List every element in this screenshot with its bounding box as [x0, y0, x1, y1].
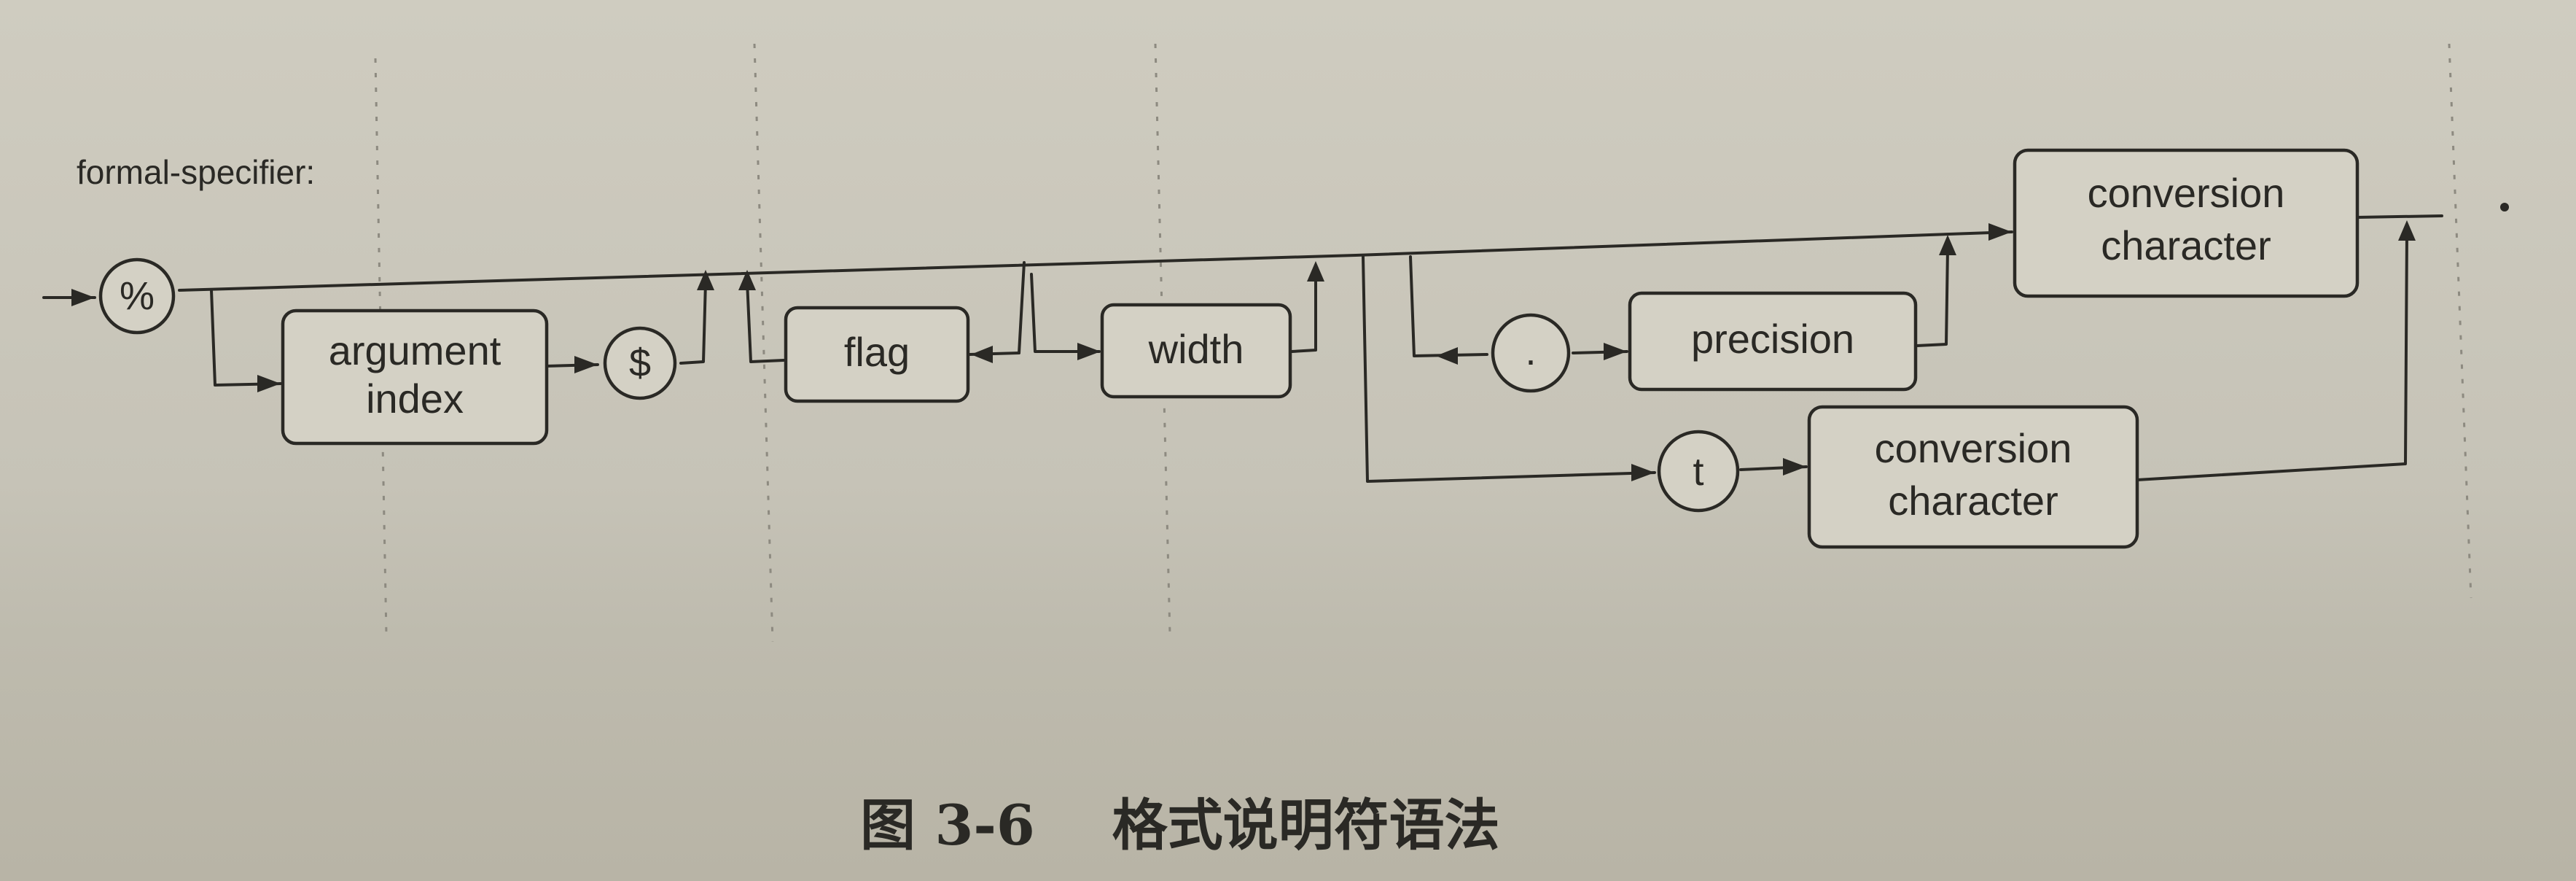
node-conversion-top-line1: conversion [2088, 170, 2285, 216]
diagram-title: formal-specifier: [77, 153, 315, 191]
figure-caption: 图 3-6 格式说明符语法 [860, 793, 1500, 858]
node-width-label: width [1148, 326, 1244, 372]
node-conversion-character-bottom: conversion character [1807, 405, 2139, 549]
node-precision: precision [1628, 291, 1918, 392]
node-conversion-bottom-line1: conversion [1875, 425, 2072, 471]
node-conversion-character-top: conversion character [2013, 148, 2360, 298]
terminal-t: t [1657, 430, 1740, 513]
node-argument-index-line2: index [366, 376, 464, 422]
terminal-dot-label: . [1525, 330, 1536, 373]
terminal-percent: % [98, 257, 176, 335]
terminal-dot: . [1491, 313, 1571, 393]
terminal-dollar-label: $ [629, 341, 651, 385]
node-precision-label: precision [1691, 316, 1854, 362]
terminal-t-label: t [1693, 450, 1703, 494]
arrowheads [71, 203, 2509, 481]
node-flag-label: flag [844, 329, 910, 375]
node-argument-index: argument index [281, 308, 549, 446]
railroad-lines [42, 214, 2443, 483]
background-guide-lines [374, 43, 2472, 643]
node-width: width [1100, 303, 1292, 399]
node-conversion-top-line2: character [2101, 222, 2271, 268]
terminal-dollar: $ [603, 326, 677, 400]
terminal-percent-label: % [120, 274, 155, 318]
node-flag: flag [784, 306, 970, 403]
node-conversion-bottom-line2: character [1888, 478, 2058, 524]
node-argument-index-line1: argument [329, 327, 501, 373]
